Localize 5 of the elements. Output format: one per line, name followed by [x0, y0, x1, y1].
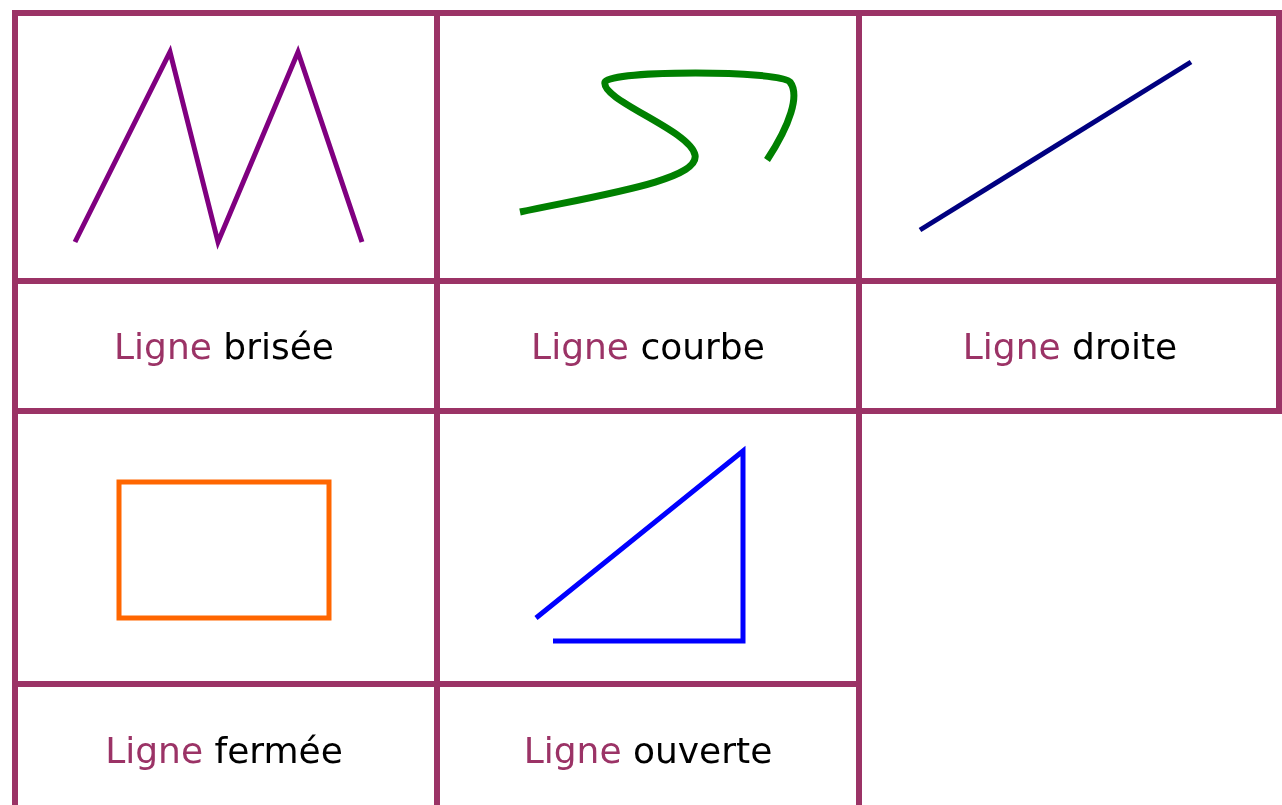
line-type-label: Ligne courbe	[531, 325, 765, 367]
line-type-label: Ligne fermée	[105, 729, 343, 771]
line-type-label: Ligne ouverte	[523, 729, 773, 771]
line-type-label: Ligne droite	[962, 325, 1178, 367]
line-type-label: Ligne brisée	[114, 325, 334, 367]
